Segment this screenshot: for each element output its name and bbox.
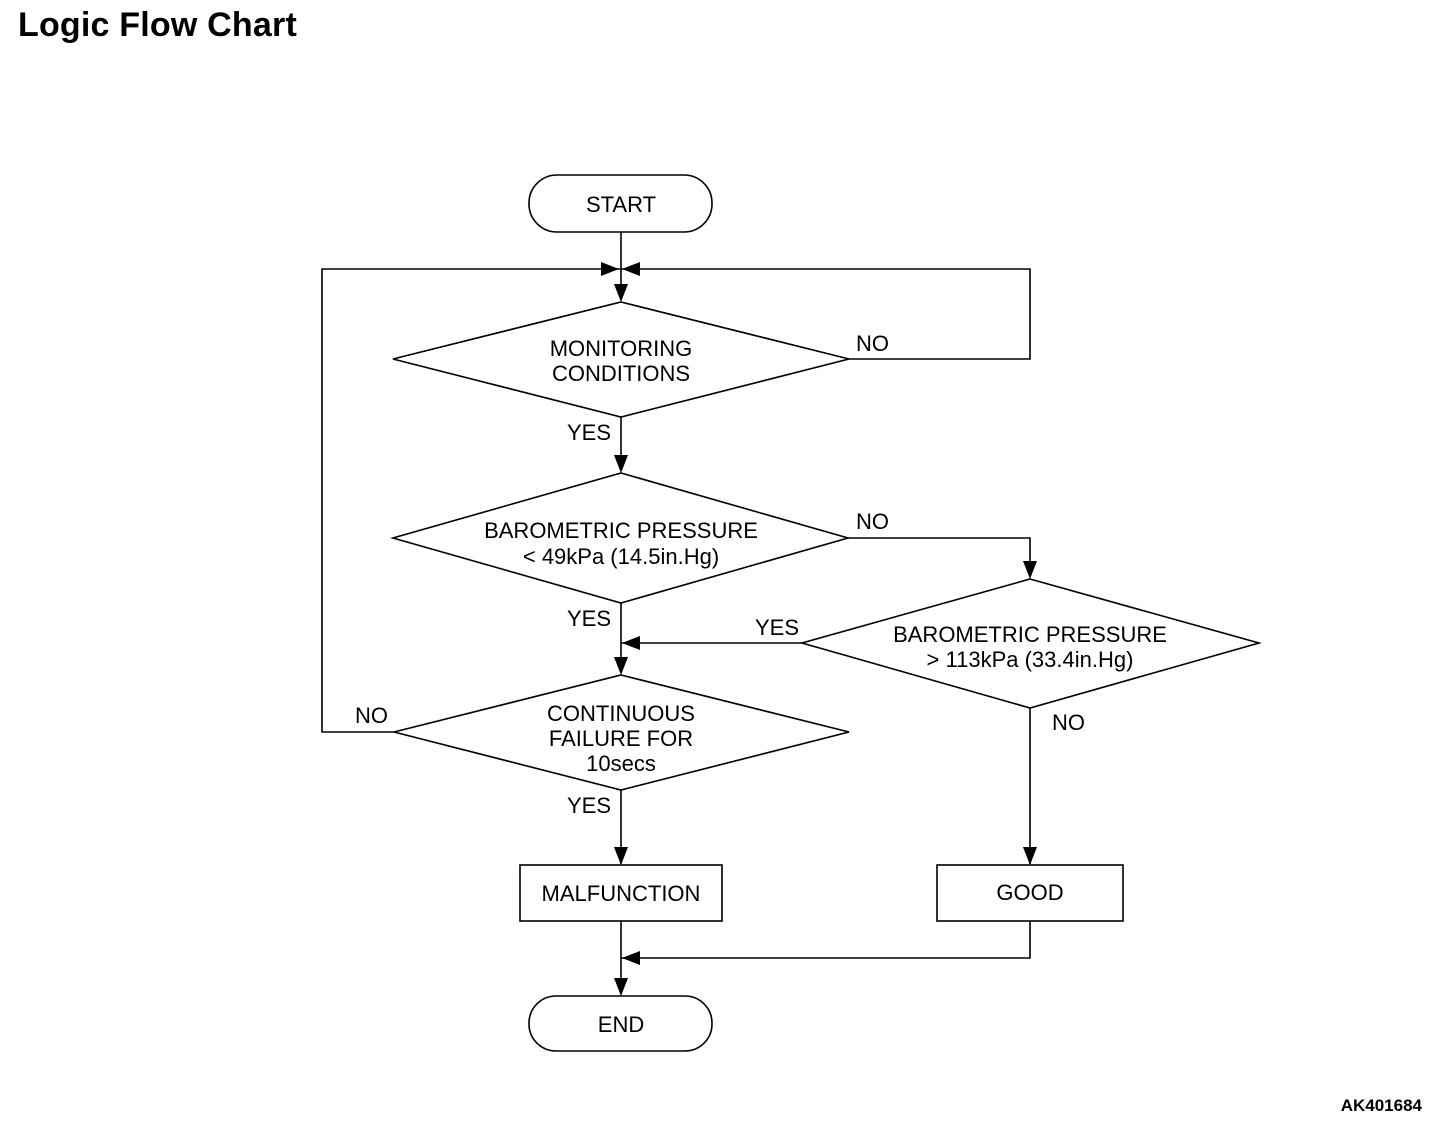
arrow-down-to-continuous — [614, 657, 628, 675]
label-monitoring-yes: YES — [567, 420, 611, 445]
connector-baro-low-no — [848, 537, 1031, 576]
label-continuous-yes: YES — [567, 793, 611, 818]
decision-monitoring-conditions: MONITORING CONDITIONS — [392, 301, 850, 418]
arrowheads — [601, 262, 1037, 996]
process-good-label: GOOD — [996, 880, 1063, 905]
decision-monitoring-line-2: CONDITIONS — [552, 361, 690, 386]
page-title: Logic Flow Chart — [18, 6, 297, 44]
decision-shape — [392, 301, 850, 418]
connector-good-to-end — [621, 921, 1031, 959]
label-baro-high-yes: YES — [755, 615, 799, 640]
decision-shape — [393, 674, 850, 791]
node-end-label: END — [598, 1012, 644, 1037]
node-end: END — [528, 995, 713, 1052]
decision-baro-low-line-2: < 49kPa (14.5in.Hg) — [523, 544, 719, 569]
terminal-shape — [528, 174, 713, 233]
arrow-down-to-malfunction — [614, 847, 628, 865]
label-baro-high-no: NO — [1052, 710, 1085, 735]
arrow-left-into-junction — [622, 262, 640, 276]
decision-shape — [390, 472, 851, 604]
terminal-shape — [528, 995, 713, 1052]
process-shape — [519, 864, 723, 922]
connector-monitoring-no-loop — [621, 268, 1031, 360]
process-malfunction: MALFUNCTION — [519, 864, 723, 922]
decision-continuous-line-3: 10secs — [586, 751, 656, 776]
decision-baro-low-line-1: BAROMETRIC PRESSURE — [484, 518, 758, 543]
arrow-left-into-yes-junction — [622, 636, 640, 650]
decision-barometric-high: BAROMETRIC PRESSURE > 113kPa (33.4in.Hg) — [799, 578, 1262, 709]
label-baro-low-no: NO — [856, 509, 889, 534]
process-malfunction-label: MALFUNCTION — [542, 881, 701, 906]
node-start: START — [528, 174, 713, 233]
edge-labels: NO YES NO YES YES NO NO YES — [355, 331, 1085, 818]
arrow-down-to-baro-low — [614, 455, 628, 473]
arrow-left-into-end-junction — [622, 951, 640, 965]
decision-barometric-low: BAROMETRIC PRESSURE < 49kPa (14.5in.Hg) — [390, 472, 851, 604]
arrow-down-to-good — [1023, 847, 1037, 865]
figure-id: AK401684 — [1340, 1096, 1422, 1115]
label-continuous-no: NO — [355, 703, 388, 728]
decision-continuous-line-1: CONTINUOUS — [547, 701, 695, 726]
arrow-down-to-end — [614, 978, 628, 996]
decision-shape — [799, 578, 1262, 709]
process-good: GOOD — [936, 864, 1124, 922]
node-start-label: START — [586, 192, 656, 217]
process-shape — [936, 864, 1124, 922]
arrow-right-into-junction — [601, 262, 619, 276]
decision-baro-high-line-1: BAROMETRIC PRESSURE — [893, 622, 1167, 647]
decision-monitoring-line-1: MONITORING — [550, 336, 693, 361]
connectors — [321, 232, 1031, 994]
decision-baro-high-line-2: > 113kPa (33.4in.Hg) — [927, 647, 1134, 672]
connector-continuous-no-loop — [321, 268, 621, 733]
label-baro-low-yes: YES — [567, 606, 611, 631]
decision-continuous-line-2: FAILURE FOR — [549, 726, 693, 751]
arrow-down-to-monitoring — [614, 284, 628, 302]
decision-continuous-failure: CONTINUOUS FAILURE FOR 10secs — [393, 674, 850, 791]
arrow-down-to-baro-high — [1023, 561, 1037, 579]
label-monitoring-no: NO — [856, 331, 889, 356]
